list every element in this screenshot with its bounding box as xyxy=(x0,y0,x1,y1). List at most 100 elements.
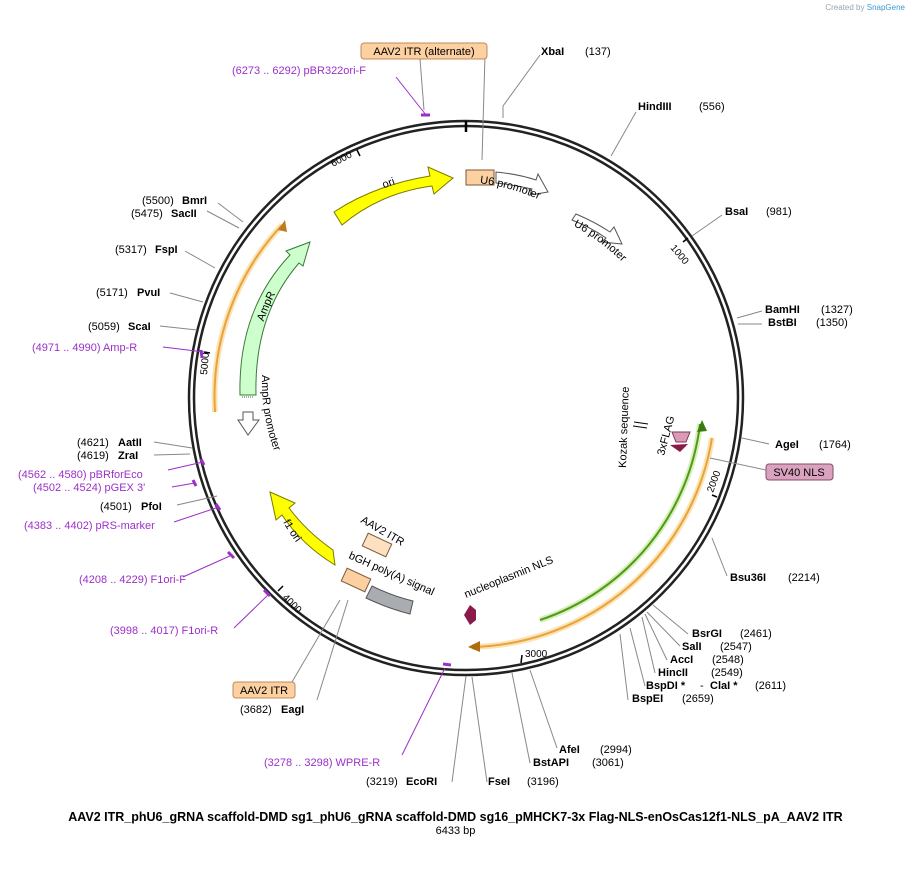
enzyme-clai[interactable]: ClaI * xyxy=(710,680,738,692)
enzyme-afei[interactable]: AfeI xyxy=(559,744,580,756)
enzyme-sali-pos: (2547) xyxy=(720,641,752,653)
feature-ampr-promoter[interactable] xyxy=(237,411,260,436)
feature-3xflag[interactable] xyxy=(671,431,691,443)
enzyme-acci[interactable]: AccI xyxy=(670,654,693,666)
snapgene-brand: SnapGene xyxy=(866,3,905,12)
orf-cas12-highlight xyxy=(471,437,715,650)
enzyme-hindiii-pos: (556) xyxy=(699,101,725,113)
enzyme-separator: - xyxy=(700,680,704,692)
enzyme-scai-pos: (5059) xyxy=(88,321,120,333)
label-box-sv40-nls[interactable] xyxy=(765,463,834,481)
enzyme-bamhi-pos: (1327) xyxy=(821,304,853,316)
enzyme-bmri[interactable]: BmrI xyxy=(182,195,207,207)
enzyme-acci-pos: (2548) xyxy=(712,654,744,666)
orf-green-arrowhead xyxy=(697,420,707,432)
orf-backbone-arc xyxy=(213,224,283,413)
primer-pgex-3[interactable]: (4502 .. 4524) pGEX 3' xyxy=(33,482,145,494)
sv40-nls-leader xyxy=(709,457,767,471)
primer-prs-marker[interactable]: (4383 .. 4402) pRS-marker xyxy=(24,520,155,532)
aav2-itr-alternate-leader xyxy=(419,58,425,111)
enzyme-sali[interactable]: SalI xyxy=(682,641,702,653)
enzyme-bsrgi[interactable]: BsrGI xyxy=(692,628,722,640)
enzyme-eagi[interactable]: EagI xyxy=(281,704,304,716)
primer-amp-r[interactable]: (4971 .. 4990) Amp-R xyxy=(32,342,137,354)
primer-f1ori-f[interactable]: (4208 .. 4229) F1ori-F xyxy=(79,574,186,586)
enzyme-bsu36i[interactable]: Bsu36I xyxy=(730,572,766,584)
enzyme-hincii[interactable]: HincII xyxy=(658,667,688,679)
enzyme-aatii[interactable]: AatII xyxy=(118,437,142,449)
enzyme-bstapi[interactable]: BstAPI xyxy=(533,757,569,769)
feature-aav2-itr-alternate[interactable] xyxy=(465,169,495,186)
tick-label-3000: 3000 xyxy=(525,649,548,660)
enzyme-fsei-pos: (3196) xyxy=(527,776,559,788)
enzyme-hincii-pos: (2549) xyxy=(711,667,743,679)
enzyme-fspi-pos: (5317) xyxy=(115,244,147,256)
tick-label-1000: 1000 xyxy=(668,243,691,267)
feature-aav2-itr-right[interactable] xyxy=(340,567,372,593)
feature-sv40-nls-mark[interactable] xyxy=(670,444,688,452)
enzyme-afei-pos: (2994) xyxy=(600,744,632,756)
enzyme-bamhi[interactable]: BamHI xyxy=(765,304,800,316)
primer-leaders xyxy=(162,76,446,756)
enzyme-agei-pos: (1764) xyxy=(819,439,851,451)
feature-ori-label: ori xyxy=(381,176,397,191)
label-aav2-itr-alternate: AAV2 ITR (alternate) xyxy=(373,46,474,58)
enzyme-bsai[interactable]: BsaI xyxy=(725,206,748,218)
orf-backbone-arrowhead xyxy=(278,220,287,232)
enzyme-pfoi[interactable]: PfoI xyxy=(141,501,162,513)
orf-cas12-arrowhead xyxy=(468,641,480,652)
enzyme-bsrgi-pos: (2461) xyxy=(740,628,772,640)
enzyme-zrai-pos: (4619) xyxy=(77,450,109,462)
enzyme-xbai[interactable]: XbaI xyxy=(541,46,564,58)
snapgene-credit: Created by SnapGene xyxy=(825,3,905,12)
feature-ampr-promoter-label: AmpR promoter xyxy=(259,375,283,453)
credit-prefix: Created by xyxy=(825,3,865,12)
enzyme-ecori[interactable]: EcoRI xyxy=(406,776,437,788)
feature-u6-promoter-1[interactable] xyxy=(495,171,549,196)
enzyme-bspei[interactable]: BspEI xyxy=(632,693,663,705)
feature-ori[interactable] xyxy=(333,166,454,226)
primer-pbrforeco[interactable]: (4562 .. 4580) pBRforEco xyxy=(18,469,143,481)
feature-ampr[interactable] xyxy=(239,241,311,396)
enzyme-hindiii[interactable]: HindIII xyxy=(638,101,672,113)
enzyme-sacii-pos: (5475) xyxy=(131,208,163,220)
feature-f1-ori[interactable] xyxy=(269,491,336,566)
enzyme-agei[interactable]: AgeI xyxy=(775,439,799,451)
orf-green-arc xyxy=(539,423,701,621)
enzyme-bspdi[interactable]: BspDI * xyxy=(646,680,686,692)
feature-kozak-mark-2 xyxy=(632,425,648,429)
enzyme-zrai[interactable]: ZraI xyxy=(118,450,138,462)
primer-wpre-r[interactable]: (3278 .. 3298) WPRE-R xyxy=(264,757,380,769)
enzyme-bsai-pos: (981) xyxy=(766,206,792,218)
enzyme-bstapi-pos: (3061) xyxy=(592,757,624,769)
label-box-aav2-itr[interactable] xyxy=(232,681,296,699)
feature-u6-promoter-2[interactable] xyxy=(571,213,623,245)
primer-f1ori-r[interactable]: (3998 .. 4017) F1ori-R xyxy=(110,625,218,637)
label-sv40-nls: SV40 NLS xyxy=(773,467,824,479)
feature-nucleoplasmin-nls-label: nucleoplasmin NLS xyxy=(463,554,555,601)
enzyme-bmri-pos: (5500) xyxy=(142,195,174,207)
label-box-aav2-itr-alternate[interactable] xyxy=(360,42,488,60)
tick-marks xyxy=(203,149,718,664)
primer-marks xyxy=(191,113,452,667)
enzyme-xbai-pos: (137) xyxy=(585,46,611,58)
enzyme-pvui[interactable]: PvuI xyxy=(137,287,160,299)
feature-bgh-polya[interactable] xyxy=(365,585,414,615)
primer-pbr322ori-f[interactable]: (6273 .. 6292) pBR322ori-F xyxy=(232,65,366,77)
enzyme-fsei[interactable]: FseI xyxy=(488,776,510,788)
enzyme-clai-pos: (2611) xyxy=(755,680,786,692)
plasmid-length: 6433 bp xyxy=(435,825,476,837)
enzyme-bstbi-pos: (1350) xyxy=(816,317,848,329)
enzyme-scai[interactable]: ScaI xyxy=(128,321,151,333)
plasmid-name: AAV2 ITR_phU6_gRNA scaffold-DMD sg1_phU6… xyxy=(68,810,843,824)
feature-aav2-itr[interactable] xyxy=(361,532,393,558)
enzyme-bstbi[interactable]: BstBI xyxy=(768,317,797,329)
feature-kozak-mark-1 xyxy=(633,421,649,425)
enzyme-ecori-pos: (3219) xyxy=(366,776,398,788)
feature-kozak-label: Kozak sequence xyxy=(617,386,632,468)
enzyme-sacii[interactable]: SacII xyxy=(171,208,197,220)
feature-nucleoplasmin-nls[interactable] xyxy=(464,605,476,625)
enzyme-fspi[interactable]: FspI xyxy=(155,244,178,256)
enzyme-eagi-pos: (3682) xyxy=(240,704,272,716)
